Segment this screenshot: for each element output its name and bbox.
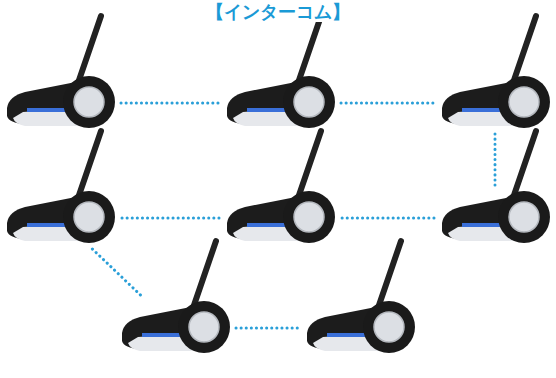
intercom-link <box>341 102 434 105</box>
led-strip <box>27 223 67 227</box>
intercom-link <box>236 327 299 330</box>
headset-unit <box>305 303 415 353</box>
headset-unit <box>5 78 115 128</box>
jog-dial <box>63 76 115 128</box>
dial-center <box>374 312 404 342</box>
jog-dial <box>498 191 550 243</box>
boom-mic <box>512 131 536 201</box>
headset-illustration <box>225 78 335 128</box>
boom-mic <box>377 241 401 311</box>
headset-illustration <box>5 193 115 243</box>
intercom-link <box>341 217 434 220</box>
headset-unit <box>440 78 550 128</box>
headset-unit <box>225 78 335 128</box>
intercom-link <box>92 249 142 297</box>
dial-center <box>189 312 219 342</box>
dial-center <box>509 202 539 232</box>
intercom-link <box>121 217 219 220</box>
dial-center <box>74 202 104 232</box>
led-strip <box>142 333 182 337</box>
led-strip <box>247 223 287 227</box>
title-text: 【インターコム】 <box>202 1 354 22</box>
boom-mic <box>77 16 101 86</box>
led-strip <box>27 108 67 112</box>
jog-dial <box>63 191 115 243</box>
intercom-link <box>494 134 497 187</box>
boom-mic <box>297 16 321 86</box>
headset-unit <box>120 303 230 353</box>
jog-dial <box>178 301 230 353</box>
headset-illustration <box>440 193 550 243</box>
headset-illustration <box>5 78 115 128</box>
jog-dial <box>498 76 550 128</box>
jog-dial <box>283 191 335 243</box>
diagram-title: 【インターコム】 <box>0 0 556 24</box>
intercom-link <box>121 102 219 105</box>
boom-mic <box>512 16 536 86</box>
led-strip <box>327 333 367 337</box>
dial-center <box>294 87 324 117</box>
headset-illustration <box>305 303 415 353</box>
headset-illustration <box>440 78 550 128</box>
led-strip <box>462 223 502 227</box>
boom-mic <box>192 241 216 311</box>
jog-dial <box>283 76 335 128</box>
headset-unit <box>440 193 550 243</box>
dial-center <box>509 87 539 117</box>
boom-mic <box>297 131 321 201</box>
boom-mic <box>77 131 101 201</box>
jog-dial <box>363 301 415 353</box>
led-strip <box>462 108 502 112</box>
headset-illustration <box>120 303 230 353</box>
dial-center <box>74 87 104 117</box>
dial-center <box>294 202 324 232</box>
led-strip <box>247 108 287 112</box>
headset-illustration <box>225 193 335 243</box>
headset-unit <box>225 193 335 243</box>
headset-unit <box>5 193 115 243</box>
